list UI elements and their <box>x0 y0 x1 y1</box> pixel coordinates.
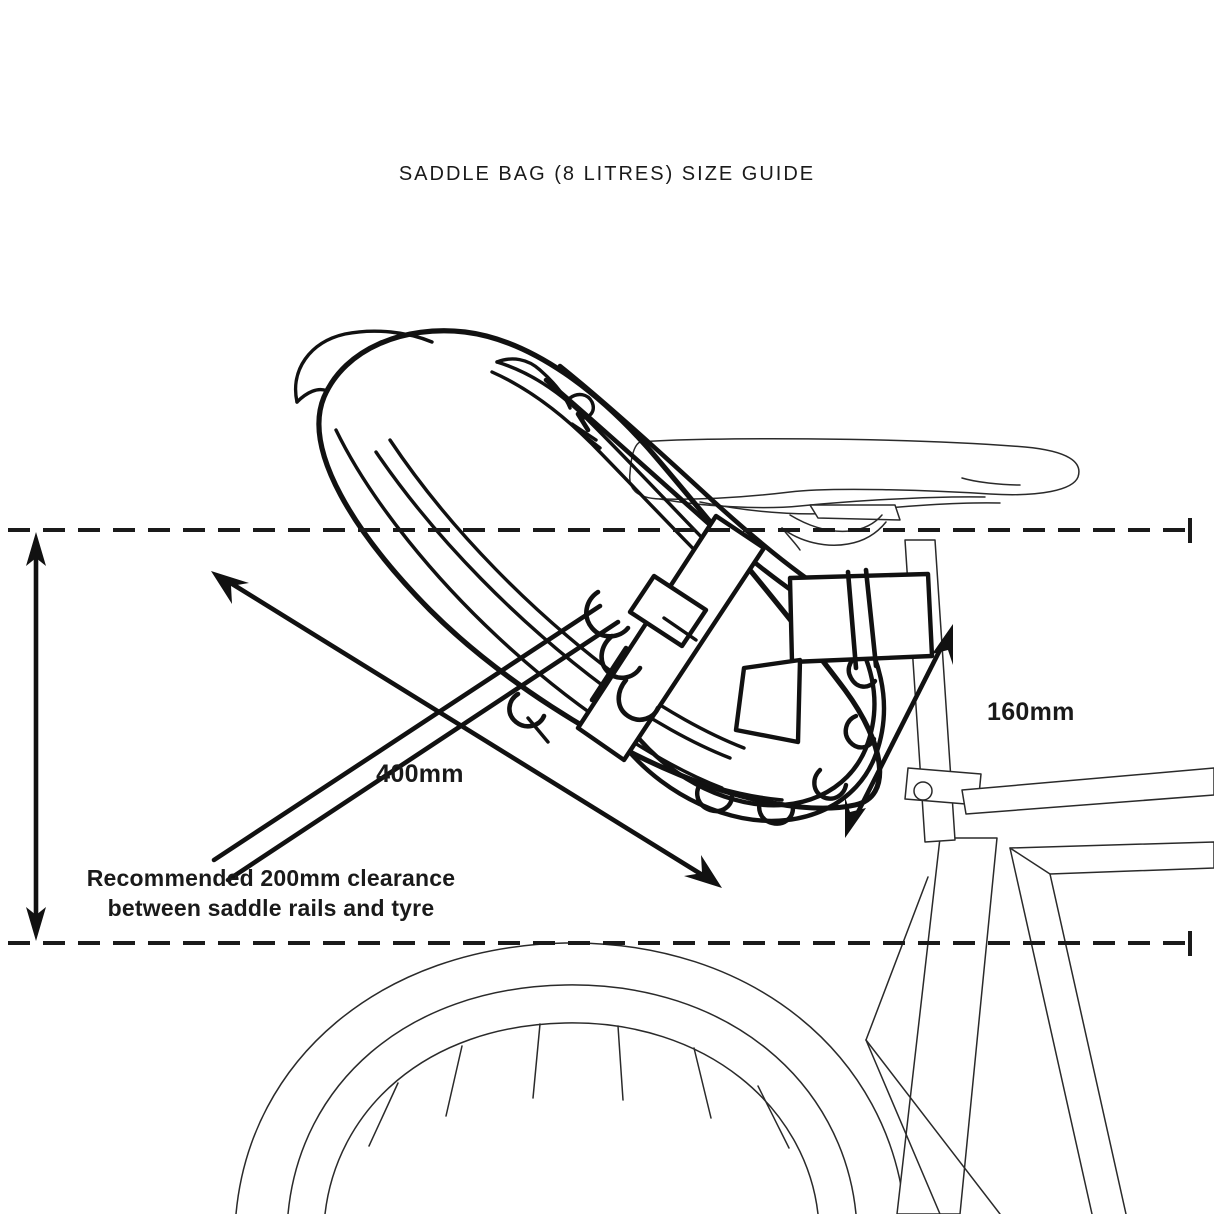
reflective-patch-small <box>733 657 803 745</box>
saddle-bag <box>211 328 935 883</box>
reflective-patch-large <box>787 571 935 665</box>
chain-stay-lower <box>865 1039 941 1214</box>
seat-stay-lower <box>1009 847 1093 1214</box>
height-arrow-shaft <box>851 640 947 822</box>
cross-strap-left-2 <box>225 619 621 883</box>
tyre-outer-arc <box>235 942 906 1214</box>
saddle-rail-curve-2 <box>781 521 887 546</box>
side-strap-thin-1 <box>374 450 732 760</box>
saddle-tail-detail <box>961 477 1021 486</box>
seat-tube <box>896 837 998 1214</box>
roll-top-seam-2 <box>490 370 724 580</box>
clearance-dimension: Recommended 200mm clearance between sadd… <box>26 532 455 941</box>
buckle-slot <box>662 616 698 642</box>
height-label: 160mm <box>987 698 1075 726</box>
bag-nose-roll <box>294 329 434 404</box>
page-title: SADDLE BAG (8 LITRES) SIZE GUIDE <box>399 163 815 185</box>
clearance-arrowhead-top <box>26 532 46 566</box>
length-arrow-shaft <box>227 580 706 878</box>
bag-nose-roll-end <box>295 387 329 404</box>
clearance-label-line2: between saddle rails and tyre <box>108 895 435 921</box>
reference-lines <box>8 518 1192 956</box>
rail-strap-upper-2 <box>543 377 827 615</box>
height-dimension: 160mm <box>845 624 1075 838</box>
patch-strap-vertical-2 <box>863 567 879 669</box>
cord-main-2 <box>601 609 887 824</box>
cord-main <box>613 615 877 808</box>
cross-strap-left <box>211 603 603 863</box>
spokes <box>368 1023 790 1149</box>
length-arrowhead-end <box>684 855 722 888</box>
side-strap-thin-2 <box>388 438 746 750</box>
saddle-underside <box>659 496 986 509</box>
cord-lacing <box>601 597 887 826</box>
bag-base-hook <box>507 691 550 744</box>
saddle-rail-bracket <box>809 504 901 521</box>
top-tube <box>961 767 1214 815</box>
height-arrowhead-bottom <box>845 797 866 838</box>
chain-stay-upper <box>865 876 929 1041</box>
height-arrowhead-top <box>932 624 953 665</box>
length-arrowhead-start <box>211 571 249 604</box>
roll-top-seam <box>495 360 714 550</box>
seat-stay <box>1009 841 1214 875</box>
rim-arc <box>324 1022 819 1214</box>
bag-base-seam <box>648 760 784 802</box>
clearance-label-line1: Recommended 200mm clearance <box>87 865 455 891</box>
strap-buckle <box>627 573 709 649</box>
clearance-arrowhead-bottom <box>26 907 46 941</box>
patch-strap-vertical <box>845 569 859 671</box>
saddle-shell <box>628 437 1080 500</box>
chain-stay-branch <box>865 1039 1001 1214</box>
strap-wrap-knuckle <box>584 589 661 722</box>
rail-strap-upper <box>557 363 839 601</box>
seat-stay-lower-2 <box>1049 873 1127 1214</box>
length-dimension: 400mm <box>211 571 722 888</box>
tyre-inner-arc <box>287 984 857 1214</box>
length-label: 400mm <box>376 760 464 788</box>
